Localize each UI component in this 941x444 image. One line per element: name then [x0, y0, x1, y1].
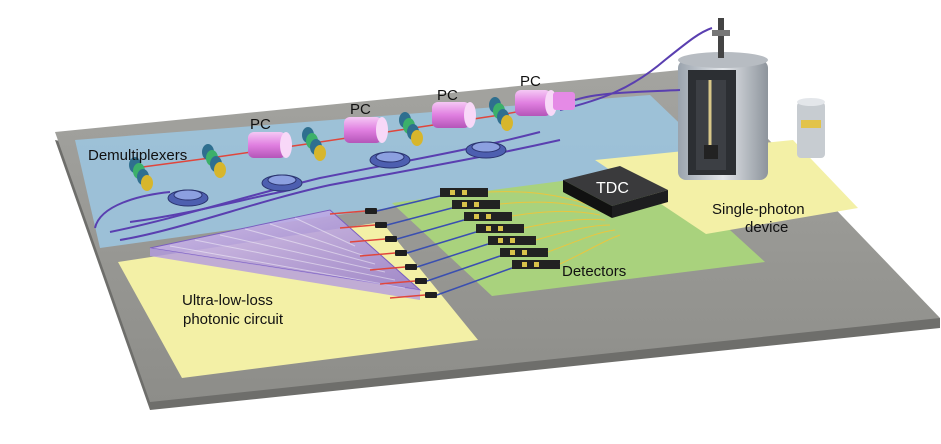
pc-label-2: PC — [350, 101, 371, 118]
pc-label-1: PC — [250, 116, 271, 133]
device-zone — [595, 140, 858, 234]
circuit-label-line1: Ultra-low-loss — [182, 292, 273, 309]
pc-device-3 — [432, 102, 476, 128]
detector-fibers — [376, 195, 513, 296]
tdc-box — [563, 166, 668, 218]
output-connectors — [365, 208, 437, 298]
detectors-label: Detectors — [562, 263, 626, 280]
pc-label-3: PC — [437, 87, 458, 104]
demux-stacks — [129, 97, 513, 191]
fiber-to-cryostat — [574, 89, 681, 101]
photonic-prism — [149, 209, 422, 300]
fiber-spools — [167, 141, 507, 207]
pc-device-2 — [344, 117, 388, 143]
pc-label-4: PC — [520, 73, 541, 90]
device-label-line2: device — [745, 219, 788, 236]
demux-label: Demultiplexers — [88, 147, 187, 164]
circuit-label-line2: photonic circuit — [183, 311, 284, 328]
tdc-label: TDC — [596, 180, 629, 197]
device-label-line1: Single-photon — [712, 201, 805, 218]
pc-device-4 — [515, 90, 575, 116]
red-output-lines — [329, 210, 426, 299]
small-cylinder — [797, 98, 825, 158]
cryostat — [678, 18, 768, 180]
detector-array — [440, 188, 560, 269]
pc-device-1 — [248, 132, 292, 158]
tdc-wires — [487, 191, 621, 265]
